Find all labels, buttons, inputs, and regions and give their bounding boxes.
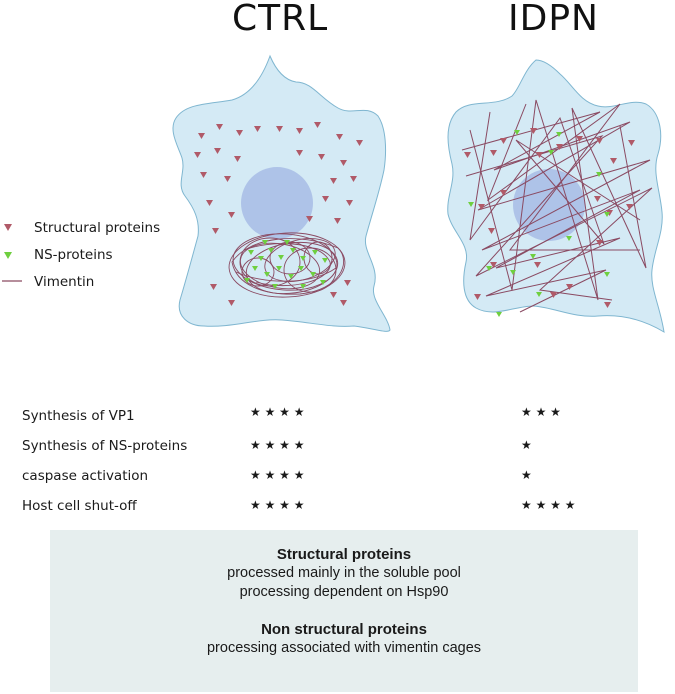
row-label-shutoff: Host cell shut-off (22, 498, 137, 514)
idpn-title: IDPN (508, 0, 599, 39)
ctrl-ns-proteins (244, 240, 328, 289)
cells-illustration (2, 54, 665, 333)
ctrl-vimentin-cage (228, 232, 346, 298)
row-ctrl-stars-caspase: ★ ★ ★ ★ (250, 468, 305, 482)
nonstructural-line-1: processing associated with vimentin cage… (206, 640, 482, 656)
structural-protein-triangle (4, 224, 12, 231)
ctrl-title: CTRL (232, 0, 329, 39)
row-idpn-stars-shutoff: ★ ★ ★ ★ (521, 498, 576, 512)
row-ctrl-stars-ns: ★ ★ ★ ★ (250, 438, 305, 452)
row-idpn-stars-caspase: ★ (521, 468, 532, 482)
ctrl-cell (172, 54, 391, 332)
idpn-nucleus (513, 169, 585, 241)
idpn-vimentin-network (461, 99, 653, 313)
legend-vimentin-label: Vimentin (34, 274, 95, 290)
idpn-ns-proteins (468, 130, 610, 317)
ctrl-structural-proteins (194, 122, 363, 306)
legend-ns-label: NS-proteins (34, 247, 113, 263)
summary-box: Structural proteins processed mainly in … (50, 530, 638, 692)
row-label-ns: Synthesis of NS-proteins (22, 438, 188, 454)
structural-line-2: processing dependent on Hsp90 (239, 584, 449, 600)
row-idpn-stars-ns: ★ (521, 438, 532, 452)
nonstructural-heading: Non structural proteins (261, 621, 427, 638)
structural-heading: Structural proteins (276, 546, 412, 563)
legend-structural-label: Structural proteins (34, 220, 161, 236)
idpn-cell (447, 59, 665, 333)
idpn-structural-proteins (464, 128, 635, 308)
row-label-caspase: caspase activation (22, 468, 149, 484)
structural-line-1: processed mainly in the soluble pool (227, 565, 461, 581)
ctrl-nucleus (241, 167, 313, 239)
ns-protein-triangle (4, 252, 12, 259)
row-idpn-stars-vp1: ★ ★ ★ (521, 405, 561, 419)
row-ctrl-stars-shutoff: ★ ★ ★ ★ (250, 498, 305, 512)
row-ctrl-stars-vp1: ★ ★ ★ ★ (250, 405, 305, 419)
row-label-vp1: Synthesis of VP1 (22, 408, 135, 424)
